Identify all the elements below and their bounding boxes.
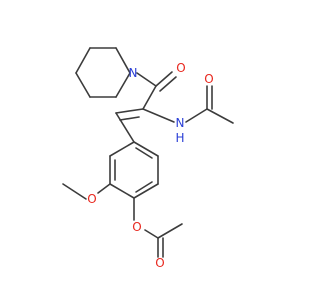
acetamide-oxygen-label: O	[204, 72, 213, 86]
benzene-ring	[109, 141, 159, 199]
carbonyl-oxygen-label: O	[176, 61, 185, 75]
amide-hydrogen-label: H	[175, 131, 184, 145]
bond-nh-acetyl	[185, 108, 208, 123]
piperidine-ring	[75, 47, 131, 98]
bond-methoxy-methyl	[62, 183, 87, 200]
carbonyl-double-bond	[155, 71, 177, 92]
molecule-structure: O N N H O O O O	[62, 47, 234, 270]
ester-oxygen-label: O	[132, 220, 141, 234]
acetyl-double-bond	[206, 85, 213, 110]
amide-nitrogen-label: N	[176, 116, 185, 130]
bond-ring-methoxy-o	[97, 183, 111, 194]
bond-ester-methyl	[157, 223, 183, 239]
piperidine-nitrogen-label: N	[129, 66, 138, 80]
bond-alkene-ring	[115, 112, 135, 143]
bond-acetyl-methyl	[206, 108, 234, 124]
alkene-double-bond	[115, 108, 144, 121]
bond-alkene-nh	[142, 108, 175, 123]
bond-carbonyl-alkene	[142, 85, 157, 110]
bond-n-carbonyl	[136, 72, 157, 87]
ester-carbonyl-oxygen-label: O	[155, 256, 164, 270]
ester-double-bond	[157, 237, 164, 258]
bond-ester-o-carbonyl	[144, 229, 159, 239]
structure-canvas: O N N H O O O O	[62, 47, 234, 270]
methoxy-oxygen-label: O	[87, 192, 96, 206]
